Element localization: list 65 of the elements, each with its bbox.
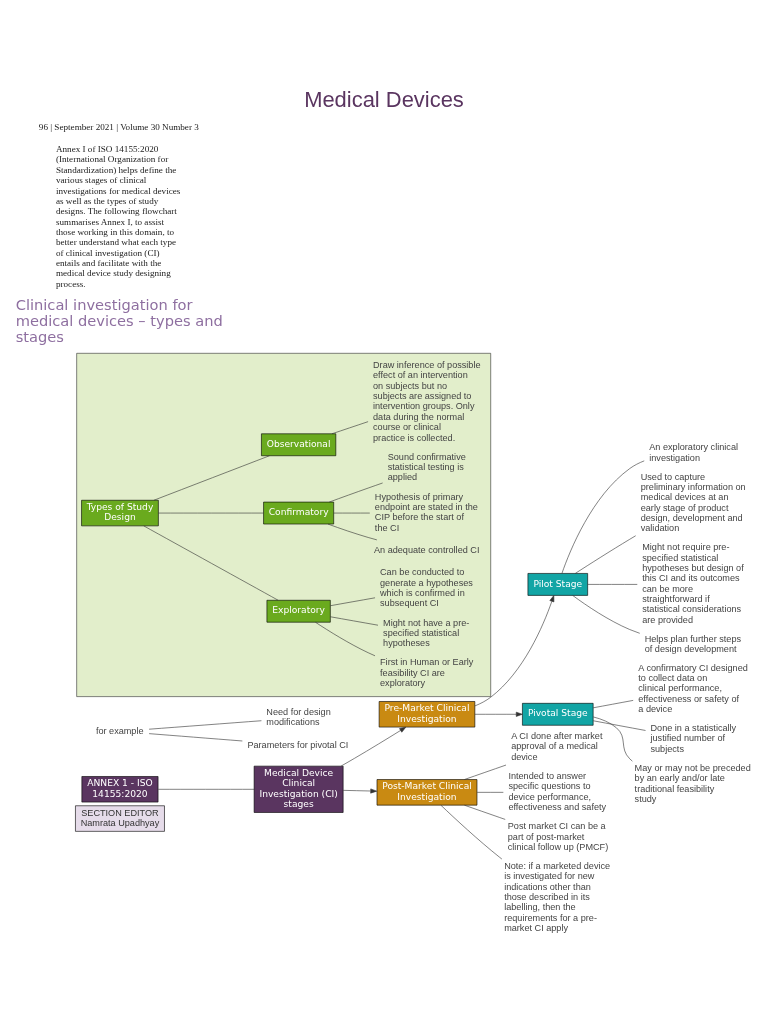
connector bbox=[153, 455, 270, 501]
connector bbox=[572, 595, 641, 634]
connector bbox=[148, 720, 262, 730]
node-text: Intended to answer specific questions to device performance, effectiveness and safety bbox=[508, 770, 607, 813]
node-text: Used to capture preliminary information on medical devices at an early stage of product design, development and validation bbox=[640, 471, 746, 534]
node-text: Might not require pre-specified statistical hypotheses but design of this CI and its outcomes can be more straightforward if statistical considerations are provided bbox=[642, 542, 744, 625]
arrow bbox=[474, 711, 523, 717]
node-box: Pre-Market Clinical Investigation bbox=[378, 701, 476, 728]
node-text: Draw inference of possible effect of an intervention on subjects but no subjects are assigned to intervention groups. Only data during the normal course or clinical practice is collected. bbox=[373, 359, 481, 443]
node-text: Might not have a pre-specified statistical hypotheses bbox=[383, 617, 470, 649]
connector bbox=[593, 716, 633, 762]
node-text: Parameters for pivotal CI bbox=[247, 739, 349, 750]
node-text: Need for design modifications bbox=[266, 706, 331, 728]
connector bbox=[143, 525, 279, 601]
connector bbox=[158, 512, 264, 514]
connector bbox=[330, 616, 379, 626]
node-box: ANNEX 1 - ISO 14155:2020 bbox=[81, 776, 159, 803]
connector bbox=[148, 733, 243, 742]
node-text: Post market CI can be a part of post-market clinical follow up (PMCF) bbox=[507, 821, 609, 852]
connector bbox=[561, 460, 645, 574]
connector bbox=[574, 535, 636, 574]
node-box: Medical Device Clinical Investigation (CI) stages bbox=[253, 765, 344, 813]
node-text: An exploratory clinical investigation bbox=[649, 442, 739, 463]
connector bbox=[464, 804, 506, 820]
node-text: A confirmatory CI designed to collect data on clinical performance, effectiveness or safety of a device bbox=[638, 662, 748, 715]
node-text: Hypothesis of primary endpoint are stated in the CIP before the start of the CI bbox=[374, 491, 478, 533]
connector bbox=[440, 804, 503, 860]
node-text: Can be conducted to generate a hypotheses which is confirmed in subsequent CI bbox=[380, 567, 473, 609]
node-text: A CI done after market approval of a medical device bbox=[511, 730, 603, 762]
node-text: May or may not be preceded by an early and/or late traditional feasibility study bbox=[634, 763, 751, 805]
node-text: Sound confirmative statistical testing is applied bbox=[387, 451, 466, 483]
node-box: Observational bbox=[261, 433, 337, 457]
arrow bbox=[474, 595, 555, 707]
connector bbox=[592, 700, 634, 709]
connector bbox=[476, 792, 504, 793]
diagram-title: Medical Devices bbox=[304, 87, 464, 113]
node-text: Done in a statistically justified number of subjects bbox=[650, 723, 737, 754]
node-box: Pivotal Stage bbox=[522, 703, 594, 726]
connector bbox=[587, 584, 638, 585]
arrow bbox=[342, 788, 378, 794]
node-text: First in Human or Early feasibility CI are exploratory bbox=[380, 657, 474, 688]
label: Annex I of ISO 14155:2020 (International Organization for Standardization) helps define the various stages of clinical investigations for medical devices as well as the types of study designs. The following flowchart summarises Annex I, to assist those working in this domain, to better understand what each type of clinical investigation (CI) entails and facilitate with the medical device study designing process. bbox=[55, 144, 181, 289]
node-text: Helps plan further steps of design development bbox=[644, 633, 742, 655]
arrow bbox=[340, 726, 407, 767]
connector bbox=[592, 720, 646, 731]
label: 96 | September 2021 | Volume 30 Number 3 bbox=[38, 121, 199, 132]
node-box: Pilot Stage bbox=[527, 573, 588, 596]
connector bbox=[331, 421, 369, 435]
connector bbox=[328, 482, 383, 503]
node-box: Post-Market Clinical Investigation bbox=[376, 779, 478, 806]
label: Clinical investigation for medical devices – types and stages bbox=[15, 296, 223, 345]
connector bbox=[330, 597, 376, 607]
connector bbox=[157, 789, 255, 790]
node-box: SECTION EDITOR Namrata Upadhyay bbox=[75, 805, 165, 832]
node-box: Exploratory bbox=[266, 599, 331, 623]
connector bbox=[315, 621, 376, 657]
connector bbox=[464, 764, 507, 780]
node-text: Note: if a marketed device is investigated for new indications other than those described in its labelling, then the requirements for a pre-market CI apply bbox=[504, 860, 611, 934]
connector bbox=[333, 512, 371, 514]
node-text: An adequate controlled CI bbox=[373, 545, 480, 556]
node-box: Confirmatory bbox=[263, 501, 334, 525]
connector bbox=[327, 523, 378, 541]
node-box: Types of Study Design bbox=[81, 499, 159, 527]
cluster bbox=[76, 353, 491, 697]
node-text: for example bbox=[95, 725, 144, 736]
